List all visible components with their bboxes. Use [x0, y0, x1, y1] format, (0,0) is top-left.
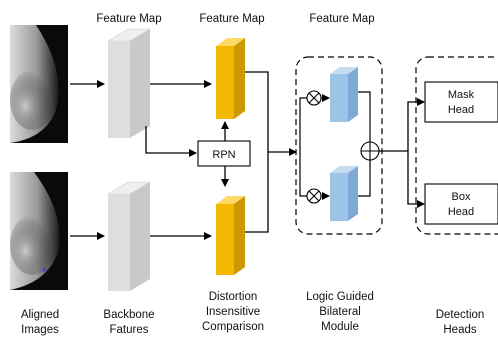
label-aligned-images-2: Images — [21, 324, 59, 336]
label-distortion-2: Insensitive — [206, 306, 260, 318]
rpn-label: RPN — [212, 149, 235, 161]
bilateral-feature-block-top — [330, 67, 358, 122]
merge-top — [358, 91, 371, 142]
mammogram-image-top — [10, 25, 68, 143]
box-head-box: Box Head — [424, 183, 498, 225]
box-head-label-2: Head — [448, 206, 474, 218]
circled-times-icon — [306, 188, 322, 204]
comparison-feature-block-bottom — [216, 196, 245, 275]
connector-top-feature — [245, 71, 269, 152]
mammogram-image-bottom — [10, 172, 68, 290]
backbone-feature-block-bottom — [106, 181, 152, 291]
mask-head-label-1: Mask — [448, 89, 475, 101]
label-logic-guided-3: Module — [321, 321, 359, 333]
arrow-to-box-head — [407, 151, 425, 208]
header-feature-map-1: Feature Map — [96, 13, 161, 25]
label-distortion-1: Distortion — [209, 291, 258, 303]
bilateral-module-frame — [295, 56, 383, 235]
detection-heads-frame — [415, 56, 498, 235]
branch-down — [299, 152, 307, 197]
rpn-box: RPN — [197, 140, 251, 167]
circled-plus-icon — [360, 141, 380, 161]
merge-bottom — [358, 160, 371, 197]
box-head-label-1: Box — [452, 191, 471, 203]
mask-head-label-2: Head — [448, 104, 474, 116]
backbone-feature-block-top — [106, 28, 152, 138]
comparison-feature-block-top — [216, 38, 245, 119]
label-logic-guided-1: Logic Guided — [306, 291, 374, 303]
arrow-to-mask-head — [407, 98, 425, 151]
label-detection-1: Detection — [436, 309, 485, 321]
branch-up — [299, 97, 307, 152]
header-feature-map-2: Feature Map — [199, 13, 264, 25]
label-backbone-1: Backbone — [103, 309, 154, 321]
bilateral-feature-block-bottom — [330, 166, 358, 221]
label-aligned-images-1: Aligned — [21, 309, 59, 321]
connector-bottom-feature — [245, 152, 269, 233]
label-detection-2: Heads — [443, 324, 476, 336]
header-feature-map-3: Feature Map — [309, 13, 374, 25]
circled-times-icon — [306, 90, 322, 106]
label-backbone-2: Fatures — [110, 324, 149, 336]
label-distortion-3: Comparison — [202, 321, 264, 333]
arrow-backbone-to-rpn — [145, 126, 197, 157]
mask-head-box: Mask Head — [424, 81, 498, 123]
label-logic-guided-2: Bilateral — [319, 306, 361, 318]
